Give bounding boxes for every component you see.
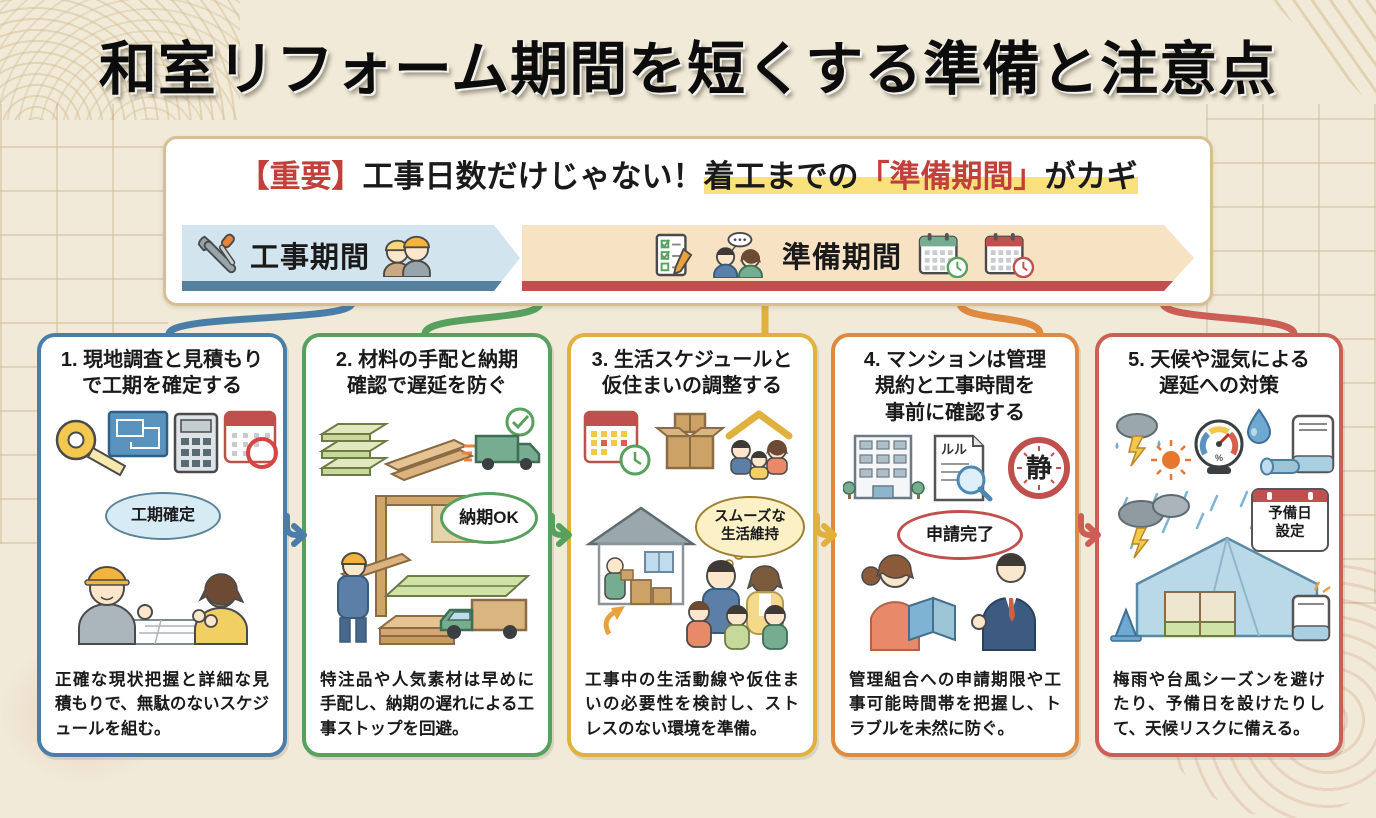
construction-period-label: 工事期間 [250, 241, 371, 274]
speech-bubble: 工期確定 [105, 491, 221, 540]
sun-icon [1151, 439, 1191, 480]
dehumidifier-icon [1260, 414, 1335, 476]
svg-text:静: 静 [1026, 453, 1052, 483]
headline: 【重要】工事日数だけじゃない！着工までの「準備期間」がカギ [166, 151, 1210, 196]
water-drop-icon [1246, 408, 1272, 444]
calendar-clock-icon [583, 410, 651, 476]
connector-lines [165, 299, 1298, 338]
wrench-screwdriver-icon [196, 233, 240, 277]
talking-people-icon [710, 232, 766, 278]
step3-icons [583, 410, 793, 480]
calendar-clock-red-icon [984, 232, 1034, 278]
page-title: 和室リフォーム期間を短くする準備と注意点 [98, 37, 1278, 102]
speech-bubble: 納期OK [440, 491, 538, 544]
calculator-icon [173, 412, 219, 474]
step-title: 1. 現地調査と見積もり で工期を確定する [60, 349, 264, 398]
step-title: 3. 生活スケジュールと 仮住まいの調整する [591, 349, 793, 398]
construction-workers-icon [380, 233, 432, 277]
step-card-2: 2. 材料の手配と納期 確認で遅延を防ぐ [302, 333, 552, 757]
backup-day-sign: 予備日 設定 [1251, 487, 1329, 552]
step-description: 特注品や人気素材は早めに手配し、納期の遅れによる工事ストップを回避。 [320, 670, 535, 738]
importance-tag: 【重要】 [238, 159, 363, 194]
family-home-icon [725, 410, 793, 480]
resident-figure [861, 554, 956, 652]
next-step-arrow [284, 513, 307, 547]
period-banners: 工事期間 [182, 225, 1194, 291]
step-card-1: 1. 現地調査と見積もり で工期を確定する [37, 333, 287, 757]
truck [439, 598, 528, 639]
next-step-arrow [814, 513, 837, 547]
step-description: 梅雨や台風シーズンを避けたり、予備日を設けたりして、天候リスクに備える。 [1113, 670, 1325, 738]
step-title: 4. マンションは管理 規約と工事時間を 事前に確認する [863, 349, 1047, 424]
step-description: 工事中の生活動線や仮住まいの必要性を検討し、ストレスのない環境を準備。 [585, 670, 799, 738]
step-card-3: 3. 生活スケジュールと 仮住まいの調整する [567, 333, 817, 757]
step-card-4: 4. マンションは管理 規約と工事時間を 事前に確認する ルル [831, 333, 1079, 757]
step4-icons: ルル 静 [843, 434, 1070, 502]
magnifier-icon [956, 465, 993, 502]
sign-label: 予備日 設定 [1268, 505, 1312, 541]
storm-cloud-icon [1115, 412, 1161, 467]
tape-measure-icon [55, 419, 127, 477]
step3-scene-wrap: スムーズな 生活維持 [579, 492, 805, 668]
svg-text:%: % [1215, 453, 1223, 463]
preparation-period-banner: 準備期間 [522, 225, 1194, 291]
next-step-arrow [1078, 513, 1101, 547]
calendar-circled-icon [223, 410, 278, 469]
calendar-clock-green-icon [918, 232, 968, 278]
step2-icons [318, 407, 541, 481]
key-point-panel: 【重要】工事日数だけじゃない！着工までの「準備期間」がカギ 工事期間 [163, 136, 1213, 306]
rules-document-icon: ルル [933, 434, 993, 502]
step-description: 正確な現状把握と詳細な見積もりで、無駄のないスケジュールを組む。 [55, 670, 269, 738]
step1-scene-wrap: 工期確定 [49, 491, 275, 668]
check-icon [505, 407, 535, 437]
temporary-house-scene [584, 506, 788, 650]
client-figure [192, 573, 248, 645]
step1-icons [55, 410, 278, 477]
speech-bubble: 申請完了 [897, 510, 1023, 561]
step5-scene-wrap: 予備日 設定 [1107, 487, 1331, 668]
construction-period-banner: 工事期間 [182, 225, 520, 291]
manager-figure [971, 553, 1036, 652]
worker-figure [337, 551, 413, 643]
headline-suffix: がカギ [1044, 159, 1138, 194]
family-group [686, 559, 788, 650]
step2-scene-wrap: 納期OK [314, 491, 540, 668]
checklist-pencil-icon [654, 232, 694, 278]
tatami-stack-icon [318, 422, 390, 476]
step-title: 5. 天候や湿気による 遅延への対策 [1128, 349, 1310, 398]
svg-text:ルル: ルル [941, 442, 967, 457]
apartment-building-icon [843, 434, 925, 500]
moving-boxes-icon [654, 412, 726, 470]
delivery-truck-icon [462, 434, 541, 470]
resident-manager-meeting [861, 553, 1036, 652]
blueprint-icon [107, 410, 169, 458]
step4-scene-wrap: 申請完了 [843, 510, 1067, 668]
hygrometer-icon: % [1194, 419, 1244, 474]
sign-header [1253, 489, 1327, 502]
preparation-period-label: 準備期間 [781, 241, 902, 274]
lumber-icon [383, 438, 475, 481]
next-step-arrow [549, 513, 572, 547]
dehumidifier [1291, 581, 1331, 642]
quiet-sign-icon: 静 [1008, 437, 1070, 500]
headline-plain: 工事日数だけじゃない！ [362, 159, 704, 194]
contractor-client-meeting [78, 565, 248, 645]
step-description: 管理組合への申請期限や工事可能時間帯を把握し、トラブルを未然に防ぐ。 [849, 670, 1061, 738]
headline-highlight: 「準備期間」 [858, 159, 1045, 194]
headline-mid: 着工までの [703, 159, 859, 194]
step5-icons: % [1115, 408, 1335, 480]
thought-bubble: スムーズな 生活維持 [695, 495, 805, 558]
tarp-covered-room-scene [1110, 490, 1331, 642]
tarp-shed [1135, 536, 1319, 638]
step-card-5: 5. 天候や湿気による 遅延への対策 % [1095, 333, 1343, 757]
step-title: 2. 材料の手配と納期 確認で遅延を防ぐ [335, 349, 519, 398]
worker-figure [78, 565, 153, 645]
